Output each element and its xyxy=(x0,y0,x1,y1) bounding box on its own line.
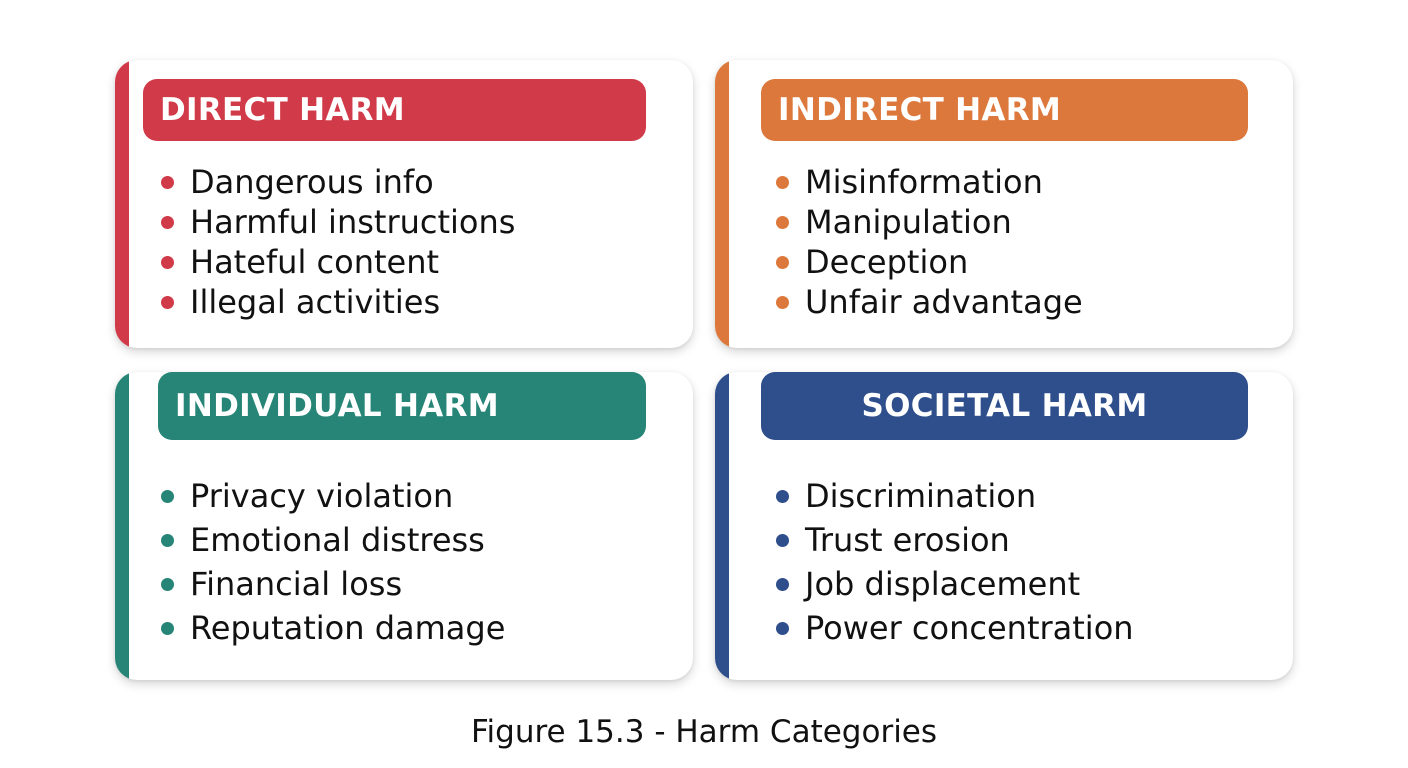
list-item: Misinformation xyxy=(776,162,1083,202)
bullet-icon xyxy=(161,295,174,309)
bullet-icon xyxy=(776,621,789,635)
list-item: Illegal activities xyxy=(161,282,515,322)
bullet-icon xyxy=(161,215,174,229)
direct-harm-header: DIRECT HARM xyxy=(143,79,646,141)
list-item: Manipulation xyxy=(776,202,1083,242)
bullet-icon xyxy=(161,255,174,269)
list-item: Job displacement xyxy=(776,562,1134,606)
direct-harm-list: Dangerous info Harmful instructions Hate… xyxy=(161,162,515,322)
bullet-icon xyxy=(776,533,789,547)
list-item: Discrimination xyxy=(776,474,1134,518)
bullet-icon xyxy=(776,489,789,503)
societal-harm-accent-bar xyxy=(715,372,729,680)
individual-harm-card: INDIVIDUAL HARM Privacy violation Emotio… xyxy=(115,372,693,680)
bullet-icon xyxy=(776,215,789,229)
bullet-icon xyxy=(776,175,789,189)
indirect-harm-accent-bar xyxy=(715,60,729,348)
bullet-icon xyxy=(161,489,174,503)
individual-harm-accent-bar xyxy=(115,372,129,680)
list-item: Privacy violation xyxy=(161,474,505,518)
bullet-icon xyxy=(161,533,174,547)
societal-harm-card: SOCIETAL HARM Discrimination Trust erosi… xyxy=(715,372,1293,680)
societal-harm-list: Discrimination Trust erosion Job displac… xyxy=(776,474,1134,650)
list-item: Hateful content xyxy=(161,242,515,282)
direct-harm-card: DIRECT HARM Dangerous info Harmful instr… xyxy=(115,60,693,348)
bullet-icon xyxy=(161,577,174,591)
list-item: Harmful instructions xyxy=(161,202,515,242)
list-item: Emotional distress xyxy=(161,518,505,562)
bullet-icon xyxy=(161,175,174,189)
list-item: Unfair advantage xyxy=(776,282,1083,322)
societal-harm-title: SOCIETAL HARM xyxy=(861,388,1148,424)
societal-harm-header: SOCIETAL HARM xyxy=(761,372,1248,440)
individual-harm-title: INDIVIDUAL HARM xyxy=(175,388,499,424)
individual-harm-header: INDIVIDUAL HARM xyxy=(158,372,646,440)
indirect-harm-list: Misinformation Manipulation Deception Un… xyxy=(776,162,1083,322)
indirect-harm-card: INDIRECT HARM Misinformation Manipulatio… xyxy=(715,60,1293,348)
direct-harm-title: DIRECT HARM xyxy=(160,92,405,128)
bullet-icon xyxy=(776,577,789,591)
indirect-harm-title: INDIRECT HARM xyxy=(778,92,1062,128)
list-item: Financial loss xyxy=(161,562,505,606)
list-item: Reputation damage xyxy=(161,606,505,650)
indirect-harm-header: INDIRECT HARM xyxy=(761,79,1248,141)
direct-harm-accent-bar xyxy=(115,60,129,348)
bullet-icon xyxy=(161,621,174,635)
bullet-icon xyxy=(776,255,789,269)
list-item: Deception xyxy=(776,242,1083,282)
individual-harm-list: Privacy violation Emotional distress Fin… xyxy=(161,474,505,650)
list-item: Trust erosion xyxy=(776,518,1134,562)
figure-caption: Figure 15.3 - Harm Categories xyxy=(470,714,938,750)
bullet-icon xyxy=(776,295,789,309)
list-item: Power concentration xyxy=(776,606,1134,650)
list-item: Dangerous info xyxy=(161,162,515,202)
